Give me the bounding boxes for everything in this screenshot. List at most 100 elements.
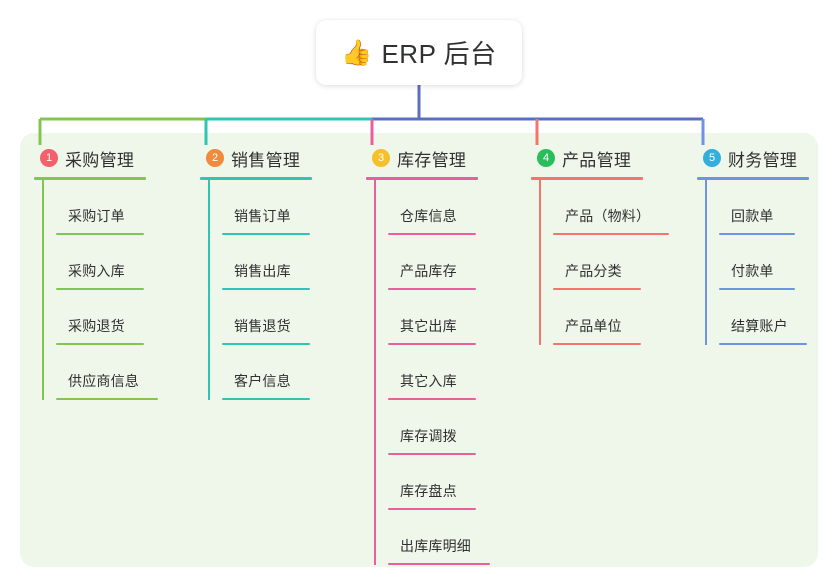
branch-header-rule bbox=[200, 177, 312, 180]
branch-item[interactable]: 产品单位 bbox=[553, 290, 643, 345]
branch-item-rule bbox=[719, 233, 795, 235]
branch-item[interactable]: 产品（物料） bbox=[553, 180, 669, 235]
branch-item[interactable]: 采购退货 bbox=[56, 290, 146, 345]
branch-item-rule bbox=[56, 343, 144, 345]
branch-header[interactable]: 3 库存管理 bbox=[366, 145, 478, 171]
branch-header[interactable]: 1 采购管理 bbox=[34, 145, 146, 171]
branch-item-label: 采购入库 bbox=[68, 263, 125, 279]
branch-item-label: 客户信息 bbox=[234, 373, 291, 389]
branch-spine bbox=[705, 180, 707, 345]
branch-item-label: 供应商信息 bbox=[68, 373, 139, 389]
branch-item-rule bbox=[222, 233, 310, 235]
branch-item[interactable]: 销售退货 bbox=[222, 290, 312, 345]
branch-item[interactable]: 产品库存 bbox=[388, 235, 478, 290]
branch-item-label: 产品分类 bbox=[565, 263, 622, 279]
branch-number-badge: 5 bbox=[703, 149, 721, 167]
branch-number-badge: 4 bbox=[537, 149, 555, 167]
branch-item-label: 其它出库 bbox=[400, 318, 457, 334]
branch-item-label: 库存盘点 bbox=[400, 483, 457, 499]
branch-item-rule bbox=[553, 288, 641, 290]
branch-item[interactable]: 销售出库 bbox=[222, 235, 312, 290]
branch-column: 5 财务管理回款单付款单结算账户 bbox=[697, 145, 809, 345]
branch-column: 4 产品管理产品（物料） 产品分类产品单位 bbox=[531, 145, 669, 345]
branch-item-rule bbox=[388, 563, 490, 565]
branch-item-label: 仓库信息 bbox=[400, 208, 457, 224]
branch-item-label: 库存调拨 bbox=[400, 428, 457, 444]
branch-item-rule bbox=[56, 398, 158, 400]
branch-spine bbox=[42, 180, 44, 400]
root-node[interactable]: 👍 ERP 后台 bbox=[316, 20, 522, 85]
branch-item-list: 采购订单采购入库采购退货供应商信息 bbox=[34, 180, 158, 400]
branch-item-rule bbox=[388, 233, 476, 235]
branch-column: 1 采购管理采购订单采购入库采购退货供应商信息 bbox=[34, 145, 158, 400]
branch-item-rule bbox=[553, 343, 641, 345]
branch-item[interactable]: 供应商信息 bbox=[56, 345, 158, 400]
branch-item-label: 结算账户 bbox=[731, 318, 788, 334]
branch-item-rule bbox=[56, 233, 144, 235]
branch-item-rule bbox=[222, 288, 310, 290]
branch-header-rule bbox=[34, 177, 146, 180]
branch-item[interactable]: 付款单 bbox=[719, 235, 809, 290]
branch-spine bbox=[374, 180, 376, 565]
branch-header[interactable]: 4 产品管理 bbox=[531, 145, 643, 171]
branch-item[interactable]: 其它出库 bbox=[388, 290, 478, 345]
branch-item-list: 销售订单销售出库销售退货客户信息 bbox=[200, 180, 312, 400]
branch-item-list: 产品（物料） 产品分类产品单位 bbox=[531, 180, 669, 345]
branch-item[interactable]: 客户信息 bbox=[222, 345, 312, 400]
branch-number-badge: 1 bbox=[40, 149, 58, 167]
branch-item[interactable]: 仓库信息 bbox=[388, 180, 478, 235]
branch-item-rule bbox=[719, 343, 807, 345]
branch-item-label: 采购订单 bbox=[68, 208, 125, 224]
branch-item-rule bbox=[719, 288, 795, 290]
branch-header[interactable]: 5 财务管理 bbox=[697, 145, 809, 171]
branch-item[interactable]: 产品分类 bbox=[553, 235, 643, 290]
branch-item-label: 产品单位 bbox=[565, 318, 622, 334]
root-node-content: 👍 ERP 后台 bbox=[341, 34, 496, 71]
branch-item[interactable]: 库存盘点 bbox=[388, 455, 478, 510]
branch-item-label: 回款单 bbox=[731, 208, 774, 224]
branch-item-rule bbox=[388, 288, 476, 290]
branch-item-rule bbox=[222, 398, 310, 400]
branch-item-label: 销售退货 bbox=[234, 318, 291, 334]
branch-item[interactable]: 采购入库 bbox=[56, 235, 146, 290]
branch-item[interactable]: 库存调拨 bbox=[388, 400, 478, 455]
branch-title: 财务管理 bbox=[728, 150, 798, 170]
diagram-background-panel bbox=[20, 133, 818, 567]
branch-item-list: 仓库信息产品库存其它出库其它入库库存调拨库存盘点出库库明细 bbox=[366, 180, 490, 565]
branch-item-label: 采购退货 bbox=[68, 318, 125, 334]
branch-item-label: 出库库明细 bbox=[400, 538, 471, 554]
branch-item-rule bbox=[56, 288, 144, 290]
branch-item[interactable]: 采购订单 bbox=[56, 180, 146, 235]
branch-number-badge: 2 bbox=[206, 149, 224, 167]
branch-header-rule bbox=[531, 177, 643, 180]
branch-item[interactable]: 回款单 bbox=[719, 180, 809, 235]
branch-item-label: 其它入库 bbox=[400, 373, 457, 389]
thumbs-up-icon: 👍 bbox=[341, 38, 373, 67]
branch-header-rule bbox=[366, 177, 478, 180]
branch-item-label: 付款单 bbox=[731, 263, 774, 279]
branch-number-badge: 3 bbox=[372, 149, 390, 167]
branch-item-label: 销售订单 bbox=[234, 208, 291, 224]
branch-spine bbox=[208, 180, 210, 400]
branch-title: 产品管理 bbox=[562, 150, 632, 170]
branch-item-rule bbox=[222, 343, 310, 345]
branch-title: 库存管理 bbox=[397, 150, 467, 170]
branch-item-rule bbox=[388, 343, 476, 345]
branch-item-rule bbox=[553, 233, 669, 235]
root-node-label: ERP 后台 bbox=[381, 39, 497, 69]
branch-item-rule bbox=[388, 453, 476, 455]
branch-title: 采购管理 bbox=[65, 150, 135, 170]
branch-item-list: 回款单付款单结算账户 bbox=[697, 180, 809, 345]
branch-header-rule bbox=[697, 177, 809, 180]
branch-spine bbox=[539, 180, 541, 345]
branch-item[interactable]: 出库库明细 bbox=[388, 510, 490, 565]
branch-item-label: 销售出库 bbox=[234, 263, 291, 279]
branch-item-label: 产品库存 bbox=[400, 263, 457, 279]
branch-item[interactable]: 销售订单 bbox=[222, 180, 312, 235]
branch-item-label: 产品（物料） bbox=[565, 208, 651, 224]
branch-item[interactable]: 结算账户 bbox=[719, 290, 809, 345]
branch-column: 3 库存管理仓库信息产品库存其它出库其它入库库存调拨库存盘点出库库明细 bbox=[366, 145, 490, 565]
branch-item[interactable]: 其它入库 bbox=[388, 345, 478, 400]
